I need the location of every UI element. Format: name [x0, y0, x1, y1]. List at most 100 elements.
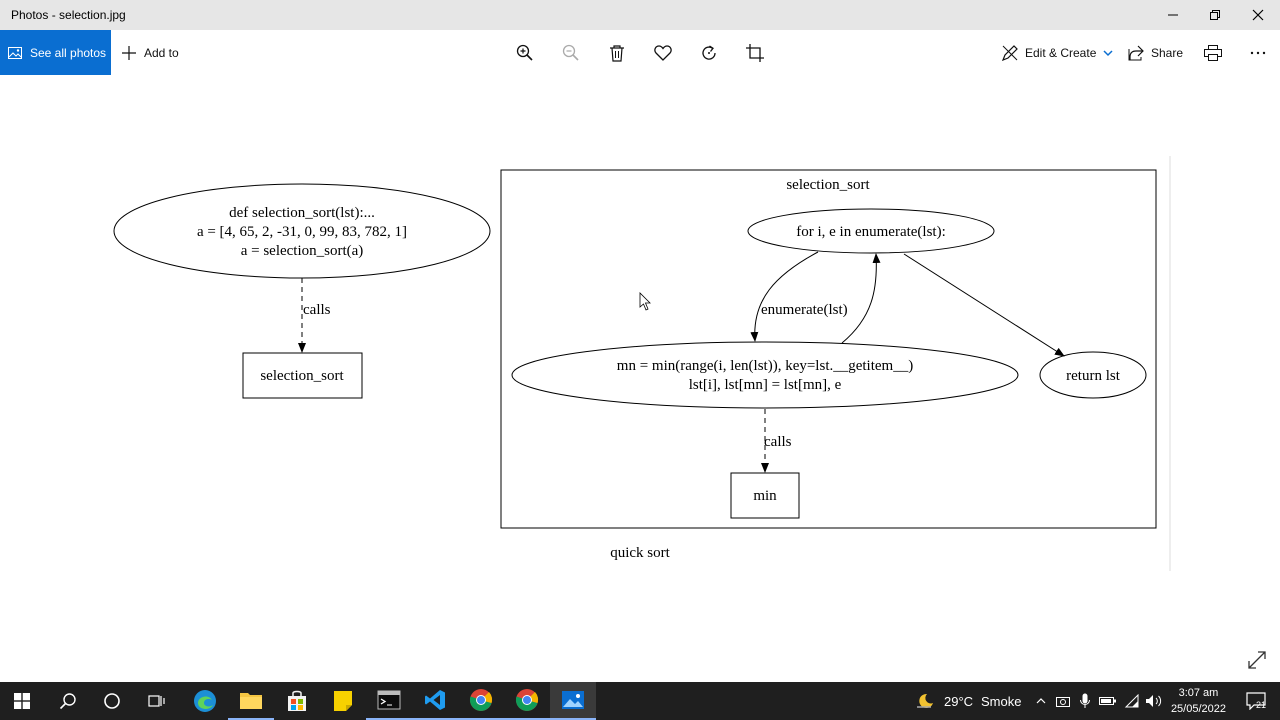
print-button[interactable]: [1202, 42, 1224, 64]
taskbar-clock[interactable]: 3:07 am 25/05/2022: [1171, 685, 1226, 717]
window-title: Photos - selection.jpg: [11, 8, 126, 22]
selection-sort-cluster: [500, 169, 1157, 529]
taskbar-store[interactable]: [274, 682, 320, 720]
min-calls-label: calls: [764, 434, 792, 450]
weather-temp: 29°C: [944, 694, 974, 709]
caller-line-1: def selection_sort(lst):...: [229, 205, 375, 221]
close-button[interactable]: [1235, 0, 1280, 30]
taskbar-vscode[interactable]: [412, 682, 458, 720]
taskbar-edge[interactable]: [182, 682, 228, 720]
photos-app-icon: [562, 691, 584, 709]
rotate-icon: [702, 45, 716, 60]
minimize-icon: [1168, 14, 1178, 16]
sticky-notes-icon: [334, 691, 352, 711]
show-hidden-icons-button[interactable]: [1033, 682, 1049, 720]
min-node: [730, 472, 800, 519]
chevron-down-icon: [1103, 49, 1113, 56]
delete-button[interactable]: [606, 42, 628, 64]
crop-icon: [746, 44, 764, 62]
taskbar-photos[interactable]: [550, 682, 596, 720]
clock-date: 25/05/2022: [1170, 703, 1226, 715]
photos-icon: [8, 46, 22, 59]
print-icon: [1204, 45, 1222, 61]
camera-icon: [1056, 697, 1070, 707]
cortana-button[interactable]: [90, 682, 134, 720]
windows-logo-icon: [14, 693, 30, 709]
taskbar-file-explorer[interactable]: [228, 682, 274, 720]
selection-sort-callee-label: selection_sort: [260, 368, 344, 384]
folder-icon: [240, 693, 262, 709]
fullscreen-button[interactable]: [1247, 650, 1267, 670]
weather-desc: Smoke: [981, 694, 1022, 709]
crop-button[interactable]: [744, 42, 766, 64]
start-button[interactable]: [0, 682, 44, 720]
call-graph-image: def selection_sort(lst):... a = [4, 65, …: [113, 156, 1171, 571]
zoom-in-button[interactable]: [514, 42, 536, 64]
weather-moon-icon: [917, 693, 933, 708]
see-all-photos-button[interactable]: See all photos: [0, 30, 111, 75]
return-label: return lst: [1066, 368, 1121, 384]
photo-viewer[interactable]: def selection_sort(lst):... a = [4, 65, …: [0, 75, 1280, 682]
edit-icon: [1002, 44, 1018, 61]
share-button[interactable]: Share: [1128, 30, 1183, 75]
tray-wifi[interactable]: [1123, 682, 1141, 720]
zoom-out-icon: [562, 44, 579, 61]
close-icon: [1252, 9, 1264, 21]
taskbar-terminal[interactable]: [366, 682, 412, 720]
add-to-button[interactable]: Add to: [122, 30, 179, 75]
share-icon: [1128, 45, 1144, 60]
enumerate-edge: [750, 251, 819, 342]
notifications-button[interactable]: 21: [1236, 682, 1276, 720]
edit-create-label: Edit & Create: [1025, 45, 1097, 60]
more-options-button[interactable]: [1247, 42, 1269, 64]
zoom-out-button[interactable]: [560, 42, 582, 64]
for-loop-label: for i, e in enumerate(lst):: [796, 224, 946, 240]
notification-icon: [1246, 692, 1266, 710]
clock-time: 3:07 am: [1178, 687, 1219, 699]
microphone-icon: [1080, 693, 1090, 708]
trash-icon: [610, 45, 624, 62]
loop-body-line-2: lst[i], lst[mn] = lst[mn], e: [689, 377, 842, 393]
chevron-up-icon: [1036, 698, 1046, 704]
search-button[interactable]: [46, 682, 90, 720]
add-to-label: Add to: [144, 45, 179, 60]
taskbar-sticky-notes[interactable]: [320, 682, 366, 720]
for-loop-node: [747, 208, 995, 254]
cluster-label: selection_sort: [786, 177, 870, 193]
caption: quick sort: [610, 545, 670, 561]
chrome-icon: [469, 689, 493, 711]
tray-volume[interactable]: [1145, 682, 1163, 720]
enumerate-label: enumerate(lst): [761, 302, 848, 318]
see-all-photos-label: See all photos: [30, 45, 107, 60]
taskbar-chrome-1[interactable]: [458, 682, 504, 720]
tray-camera[interactable]: [1055, 682, 1071, 720]
favorite-button[interactable]: [652, 42, 674, 64]
edge-browser-icon: [194, 690, 216, 712]
notification-count: 21: [1256, 700, 1267, 710]
restore-icon: [1210, 10, 1220, 20]
min-label: min: [753, 488, 777, 504]
restore-button[interactable]: [1192, 0, 1238, 30]
store-icon: [288, 690, 306, 711]
weather-widget[interactable]: [914, 682, 936, 720]
caller-calls-label: calls: [303, 302, 331, 318]
chrome-icon: [515, 689, 539, 711]
task-view-icon: [148, 695, 165, 707]
battery-icon: [1099, 697, 1116, 705]
tray-battery[interactable]: [1099, 682, 1117, 720]
taskbar-chrome-2[interactable]: [504, 682, 550, 720]
minimize-button[interactable]: [1150, 0, 1196, 30]
mouse-cursor-icon: [639, 292, 651, 311]
edit-create-button[interactable]: Edit & Create: [1002, 30, 1113, 75]
cortana-icon: [104, 693, 120, 709]
tray-microphone[interactable]: [1077, 682, 1093, 720]
task-view-button[interactable]: [135, 682, 179, 720]
share-label: Share: [1151, 45, 1184, 60]
wifi-icon: [1124, 694, 1139, 708]
windows-taskbar: 29°C Smoke 3:07 am 25/05/2022 21: [0, 682, 1280, 720]
photos-toolbar: See all photos Add to Edit & Create Shar…: [0, 30, 1280, 75]
return-edge: [903, 253, 1065, 357]
rotate-button[interactable]: [698, 42, 720, 64]
loop-body-line-1: mn = min(range(i, len(lst)), key=lst.__g…: [617, 358, 913, 374]
loop-body-node: [511, 341, 1019, 409]
